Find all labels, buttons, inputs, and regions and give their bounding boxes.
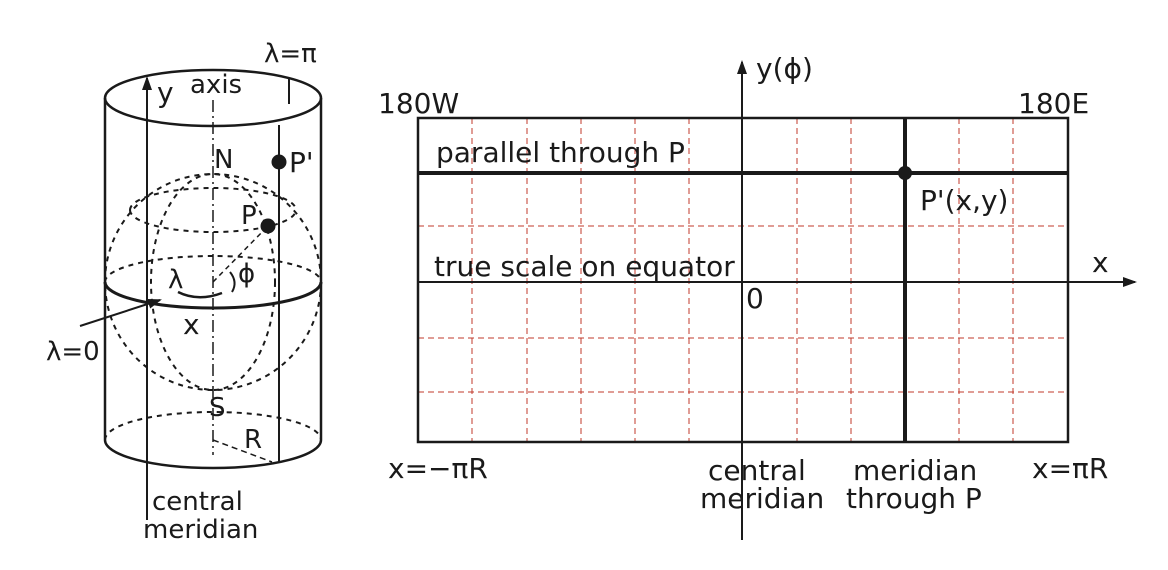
label-central-meridian-2: meridian — [700, 482, 824, 515]
point-P-prime-map — [898, 166, 912, 180]
label-origin: 0 — [746, 282, 764, 315]
label-central: central — [152, 487, 243, 517]
globe-parallel-back — [129, 187, 297, 211]
map-diagram — [416, 60, 1137, 540]
cylinder-bottom-front — [103, 439, 323, 470]
phi-angle-arc — [229, 271, 236, 293]
label-parallel-through-P: parallel through P — [436, 136, 685, 169]
label-y-phi: y(ϕ) — [756, 52, 813, 85]
cylinder-bottom-back — [104, 411, 322, 441]
point-P-prime — [271, 154, 287, 170]
label-x-max: x=πR — [1032, 452, 1108, 485]
equator-back — [104, 255, 322, 283]
label-P: P — [241, 201, 257, 231]
label-meridian: meridian — [143, 515, 258, 545]
globe-central-meridian — [150, 173, 276, 391]
label-180E: 180E — [1018, 87, 1089, 120]
label-x-axis: x — [1092, 246, 1109, 279]
label-lambda: λ — [168, 265, 183, 295]
label-true-scale-equator: true scale on equator — [434, 250, 735, 283]
label-P-prime: P' — [289, 146, 314, 179]
label-lambda-zero: λ=0 — [46, 337, 100, 367]
lambda-angle-arc — [177, 290, 223, 299]
label-axis: axis — [190, 70, 242, 100]
radius-R — [212, 439, 273, 463]
label-x-min: x=−πR — [388, 452, 488, 485]
label-P-xy: P'(x,y) — [920, 184, 1008, 217]
label-180W: 180W — [378, 87, 459, 120]
label-lambda-pi: λ=π — [264, 39, 317, 69]
line-center-to-P — [212, 225, 269, 283]
globe-parallel-front — [129, 209, 297, 233]
label-x: x — [183, 308, 200, 341]
label-N: N — [214, 145, 233, 175]
point-P — [260, 218, 276, 234]
label-central-meridian-1: central — [708, 454, 806, 487]
label-phi: ϕ — [238, 259, 255, 289]
label-R: R — [244, 425, 262, 455]
label-meridian-through-P-1: meridian — [853, 454, 977, 487]
label-S: S — [209, 393, 226, 423]
label-y: y — [157, 76, 174, 109]
cylinder-diagram — [79, 68, 323, 520]
label-meridian-through-P-2: through P — [846, 482, 982, 515]
lambda-zero-arrow — [79, 298, 162, 327]
